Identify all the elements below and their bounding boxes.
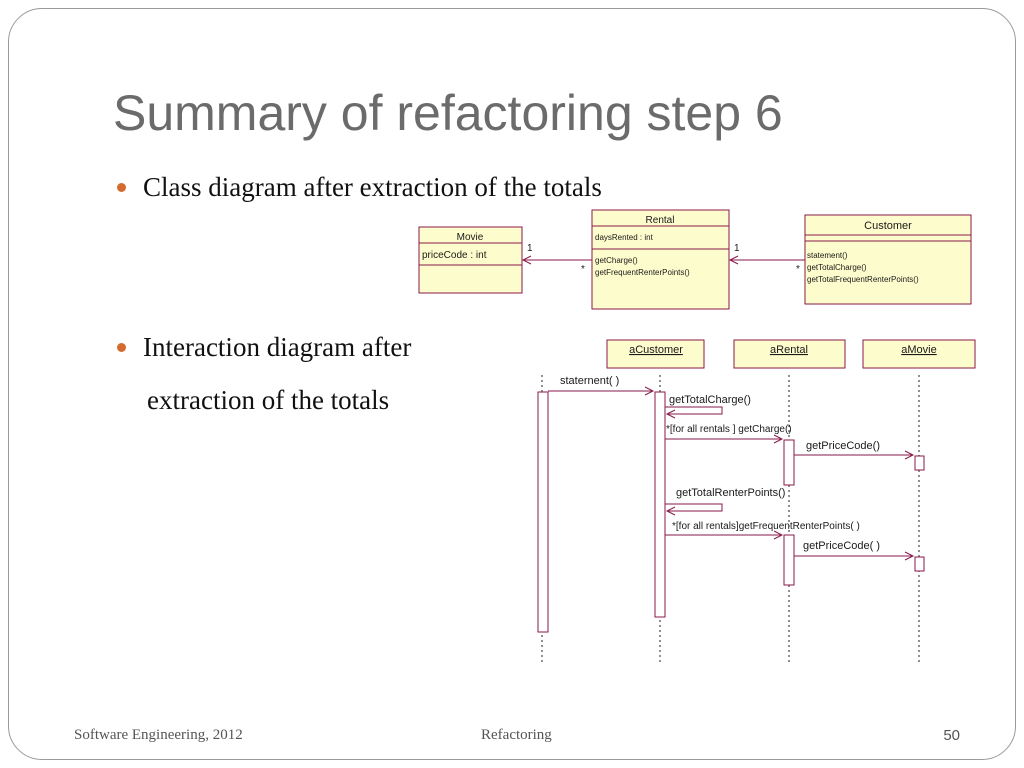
rental-class: Rental daysRented : int getCharge() getF… xyxy=(591,209,730,310)
object-box-amovie xyxy=(862,339,976,369)
object-box-acustomer xyxy=(606,339,705,369)
sequence-diagram: aCustomer aRental aMovie staternent( ) g… xyxy=(537,339,976,665)
customer-class-name: Customer xyxy=(864,220,912,232)
customer-class: Customer statement() getTotalCharge() ge… xyxy=(804,214,972,305)
bullet-dot xyxy=(117,183,126,192)
customer-op: statement() xyxy=(807,251,848,260)
slide-frame xyxy=(8,8,1016,760)
bullet-dot xyxy=(117,343,126,352)
movie-attr: priceCode : int xyxy=(422,250,487,261)
object-name-amovie: aMovie xyxy=(901,344,936,356)
rental-attr: daysRented : int xyxy=(595,233,654,242)
rental-class-name: Rental xyxy=(646,215,675,226)
multiplicity-label: * xyxy=(796,264,800,275)
bullet-interaction-diagram-cont: extraction of the totals xyxy=(147,385,390,415)
page-number: 50 xyxy=(943,727,960,744)
activation-bar xyxy=(914,556,925,572)
bullet-interaction-diagram: Interaction diagram after xyxy=(143,332,412,362)
rental-op: getCharge() xyxy=(595,256,638,265)
message-label: getTotalRenterPoints() xyxy=(676,487,785,499)
customer-op: getTotalCharge() xyxy=(807,263,867,272)
multiplicity-label: * xyxy=(581,264,585,275)
activation-bar xyxy=(537,391,549,633)
object-name-acustomer: aCustomer xyxy=(629,344,683,356)
slide-title: Summary of refactoring step 6 xyxy=(113,85,783,141)
association-customer-rental: 1 * xyxy=(728,243,805,275)
bullet-class-diagram: Class diagram after extraction of the to… xyxy=(143,172,602,202)
activation-bar xyxy=(783,439,795,486)
rental-op: getFrequentRenterPoints() xyxy=(595,268,690,277)
association-rental-movie: 1 * xyxy=(521,243,592,275)
message-label: getPriceCode( ) xyxy=(803,540,880,552)
footer-topic: Refactoring xyxy=(481,727,552,743)
class-diagram: Movie priceCode : int Rental daysRented … xyxy=(418,209,972,310)
multiplicity-label: 1 xyxy=(734,243,740,254)
object-name-arental: aRental xyxy=(770,344,808,356)
activation-bar xyxy=(914,455,925,471)
message-label: getPriceCode() xyxy=(806,440,880,452)
footer-course: Software Engineering, 2012 xyxy=(74,727,243,743)
object-box-arental xyxy=(733,339,846,369)
message-label: getTotalCharge() xyxy=(669,394,751,406)
activation-bar xyxy=(783,534,795,586)
activation-bar xyxy=(654,391,666,618)
customer-op: getTotalFrequentRenterPoints() xyxy=(807,275,919,284)
movie-class-name: Movie xyxy=(457,232,484,243)
message-label: *[for all rentals]getFrequentRenterPoint… xyxy=(672,521,860,532)
message-label: staternent( ) xyxy=(560,375,619,387)
movie-class: Movie priceCode : int xyxy=(418,226,523,294)
multiplicity-label: 1 xyxy=(527,243,533,254)
message-label: *[for all rentals ] getCharge() xyxy=(666,424,792,435)
